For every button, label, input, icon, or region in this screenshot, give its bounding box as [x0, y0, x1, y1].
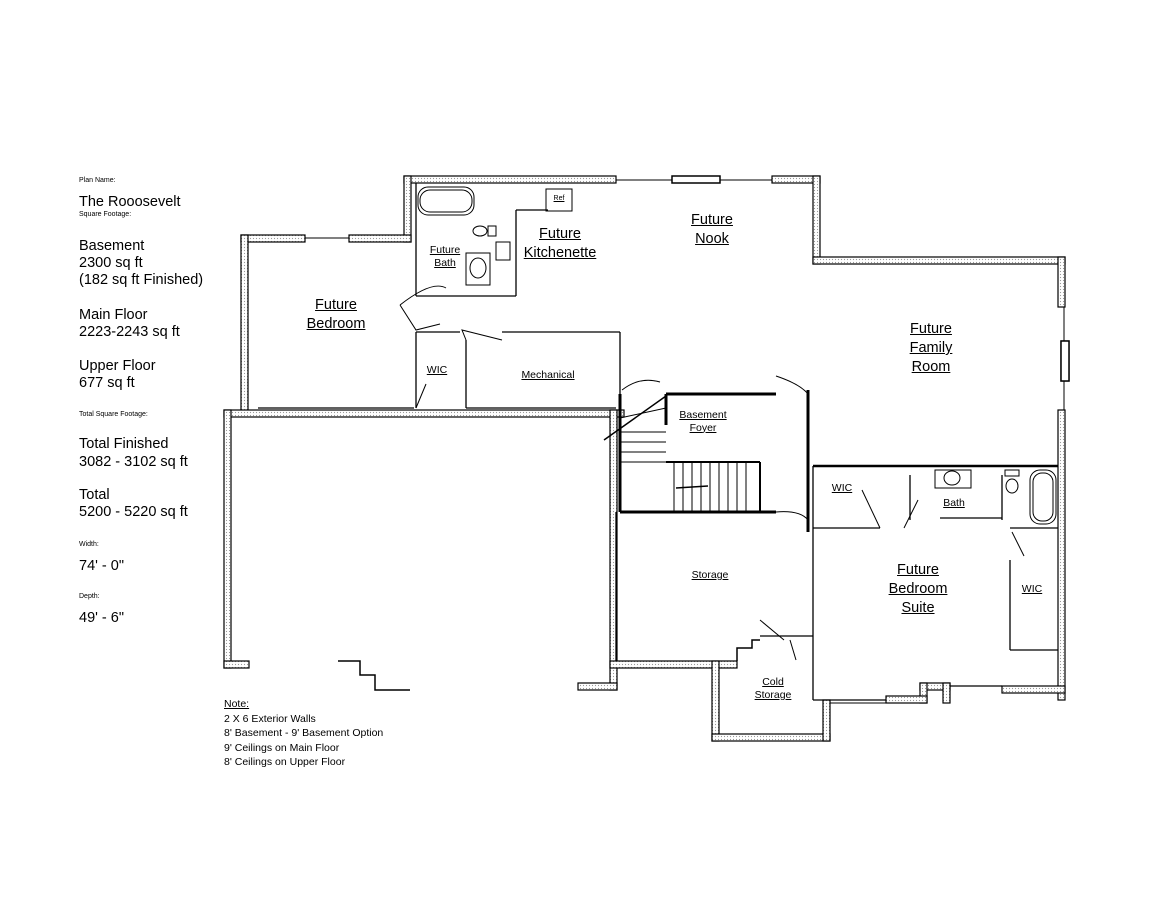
- wall-right-side: [1057, 256, 1066, 308]
- room-future-family-room: Future Family Room: [909, 321, 953, 375]
- wall-kitchen-left: [403, 175, 412, 243]
- note-line: 8' Basement - 9' Basement Option: [224, 727, 384, 739]
- width-value: 74' - 0": [79, 558, 124, 574]
- total-title: Total: [79, 487, 110, 503]
- room-ref: Ref: [553, 195, 565, 202]
- wall-top-left: [403, 175, 617, 184]
- wall-garage-br: [577, 682, 618, 691]
- wall-storage-bottom: [609, 660, 738, 669]
- room-storage: Storage: [691, 569, 729, 581]
- wall-bedroom-top: [348, 234, 412, 243]
- note-line: 2 X 6 Exterior Walls: [224, 712, 316, 725]
- plan-name: The Rooosevelt: [79, 194, 181, 210]
- notes-title: Note:: [224, 698, 250, 710]
- room-future-bedroom: Future Bedroom: [306, 297, 366, 332]
- kitchenette-sink: [495, 241, 511, 261]
- note-line: 9' Ceilings on Main Floor: [224, 741, 340, 754]
- toilet-right: [1005, 478, 1019, 494]
- wall-suite-bottom-left: [885, 695, 928, 704]
- square-footage-label: Square Footage:: [79, 211, 132, 218]
- stair-treads: [603, 395, 747, 512]
- room-future-kitchenette: Future Kitchenette: [523, 226, 597, 261]
- exterior-walls: [223, 175, 1070, 742]
- basement-title: Basement: [79, 238, 145, 254]
- wall-cold-left: [711, 660, 720, 742]
- wall-suite-bottom-step3: [942, 682, 951, 704]
- wall-right-bottom: [1001, 685, 1066, 694]
- fixtures: [417, 186, 1057, 525]
- total-finished-sqft: 3082 - 3102 sq ft: [79, 454, 188, 470]
- basement-sqft: 2300 sq ft: [79, 255, 143, 271]
- room-wic-2: WIC: [831, 482, 853, 494]
- wall-garage-bl: [223, 660, 250, 669]
- tub-right: [1029, 469, 1057, 525]
- interior-walls: [258, 183, 1058, 701]
- depth-label: Depth:: [79, 593, 100, 600]
- wall-garage-left: [223, 409, 232, 669]
- ref-box: [545, 188, 573, 212]
- depth-value: 49' - 6": [79, 610, 124, 626]
- note-line: 8' Ceilings on Upper Floor: [224, 756, 346, 768]
- plan-name-label: Plan Name:: [79, 177, 116, 184]
- wall-cold-bottom: [711, 733, 831, 742]
- total-square-footage-label: Total Square Footage:: [79, 411, 148, 418]
- tub-left: [417, 186, 475, 216]
- sink-left: [469, 257, 487, 279]
- total-sqft: 5200 - 5220 sq ft: [79, 504, 188, 520]
- toilet-left: [487, 225, 497, 237]
- room-mechanical: Mechanical: [521, 369, 575, 381]
- doors: [399, 285, 1025, 661]
- wall-right-upper: [812, 256, 1066, 265]
- wall-bedroom-top-left: [240, 234, 306, 243]
- room-wic-3: WIC: [1021, 583, 1043, 595]
- main-floor-title: Main Floor: [79, 307, 148, 323]
- room-wic-1: WIC: [426, 364, 448, 376]
- sink-right: [943, 470, 961, 486]
- room-basement-foyer: Basement Foyer: [679, 409, 727, 434]
- window-frames: [671, 175, 1070, 382]
- main-floor-sqft: 2223-2243 sq ft: [79, 324, 180, 340]
- upper-floor-sqft: 677 sq ft: [79, 375, 135, 391]
- room-future-bedroom-suite: Future Bedroom Suite: [888, 562, 948, 616]
- stair-steps: [338, 639, 760, 691]
- notes: Note: 2 X 6 Exterior Walls 8' Basement -…: [224, 697, 383, 770]
- wall-right-mid: [1057, 409, 1066, 701]
- total-finished-title: Total Finished: [79, 436, 169, 452]
- room-bath-2: Bath: [943, 497, 965, 509]
- upper-floor-title: Upper Floor: [79, 358, 156, 374]
- basement-finished: (182 sq ft Finished): [79, 272, 204, 288]
- width-label: Width:: [79, 541, 99, 548]
- wall-bedroom-left: [240, 234, 249, 416]
- wall-right-upper-step: [812, 175, 821, 265]
- wall-cold-right: [822, 699, 831, 742]
- wall-garage-top: [223, 409, 625, 418]
- room-future-bath: Future Bath: [429, 244, 461, 269]
- room-cold-storage: Cold Storage: [754, 676, 792, 701]
- room-future-nook: Future Nook: [691, 212, 733, 247]
